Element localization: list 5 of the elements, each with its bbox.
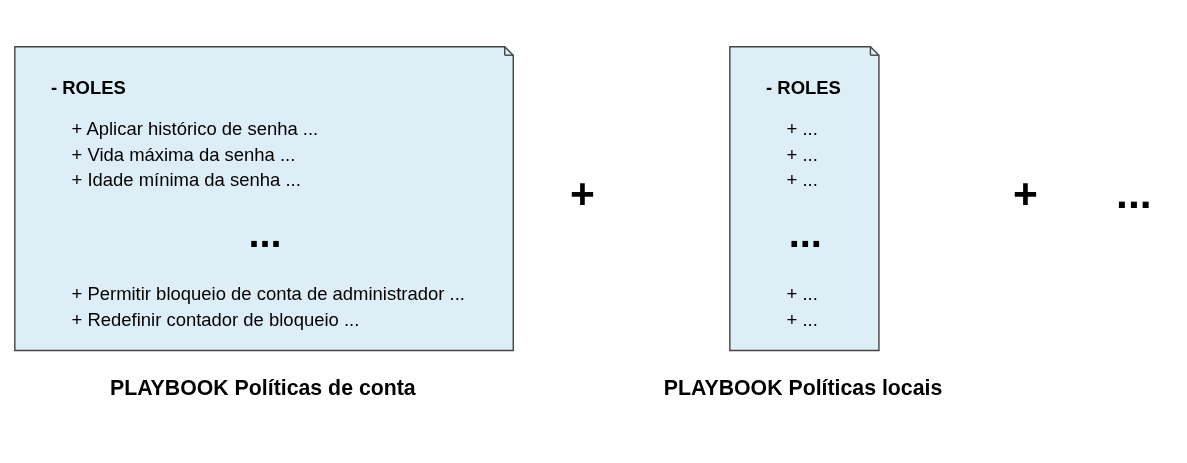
label: + — [570, 168, 595, 217]
node-label: PLAYBOOK Políticas de conta — [109, 375, 416, 400]
label: ... — [1116, 168, 1152, 217]
label: + — [1013, 168, 1039, 217]
node-label: PLAYBOOK Políticas locais — [663, 375, 943, 400]
